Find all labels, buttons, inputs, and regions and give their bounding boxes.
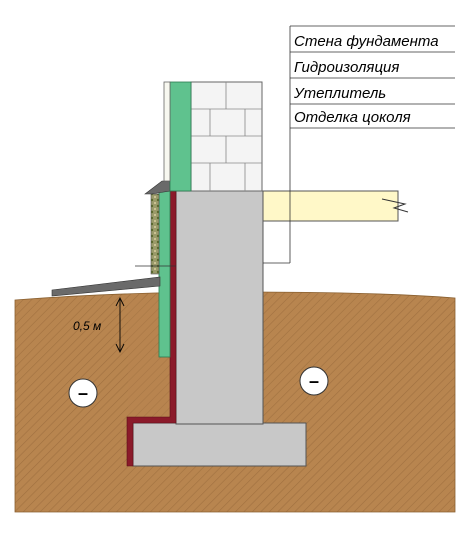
blind-area	[51, 276, 161, 297]
plinth-finish	[150, 193, 160, 275]
depth-label: 0,5 м	[73, 319, 101, 333]
legend-foundation-wall: Стена фундамента	[294, 33, 439, 50]
facade-finish	[163, 81, 171, 182]
foundation-wall	[175, 190, 264, 425]
insulation-upper	[169, 81, 192, 192]
block-joints	[191, 82, 262, 191]
leader-lines	[135, 26, 291, 267]
legend-frame	[290, 25, 455, 129]
legend-plinth-finish: Отделка цоколя	[294, 109, 411, 126]
left-marker-sign: –	[78, 383, 88, 403]
depth-dimension	[115, 296, 125, 354]
legend-waterproofing: Гидроизоляция	[294, 59, 399, 76]
right-marker-sign: –	[309, 371, 319, 391]
beam-break-mark	[381, 198, 409, 213]
waterproofing-layer	[126, 190, 177, 467]
left-marker-circle	[68, 378, 98, 408]
insulation-lower	[158, 190, 171, 358]
right-marker-circle	[299, 366, 329, 396]
foundation-footing	[132, 422, 307, 467]
floor-beam	[262, 190, 399, 222]
legend-insulation: Утеплитель	[293, 85, 386, 102]
block-wall	[190, 81, 263, 192]
